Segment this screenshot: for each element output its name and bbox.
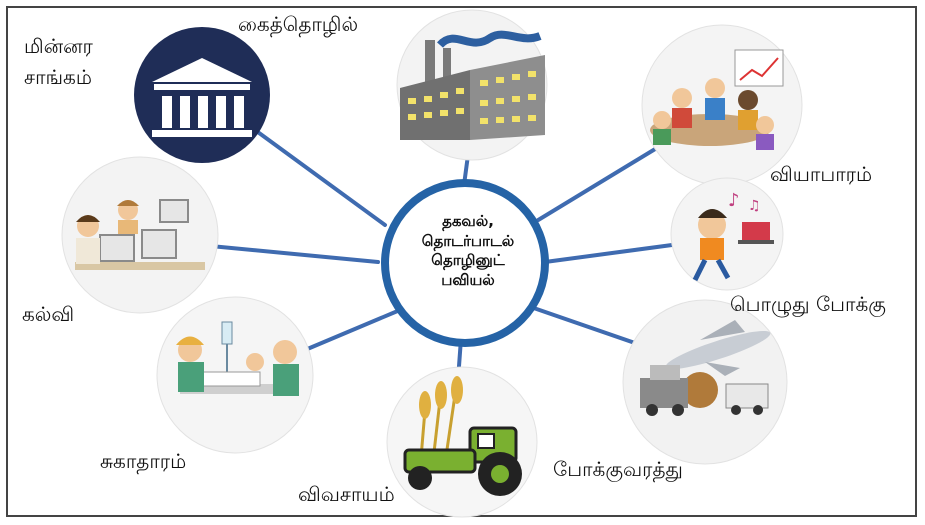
- connector-education: [198, 243, 380, 264]
- factory-icon: [396, 9, 548, 161]
- connector-entertainment: [543, 243, 674, 264]
- business-meeting-icon: [641, 24, 803, 186]
- label-government-line-2: சாங்கம்: [24, 65, 92, 89]
- svg-text:♪: ♪: [728, 190, 740, 211]
- computer-lab-icon: [61, 156, 219, 314]
- label-government-line-1: மின்னர: [24, 34, 93, 58]
- music-entertainment-icon: ♪ ♫: [670, 177, 784, 291]
- government-building-icon: [134, 27, 270, 163]
- label-entertainment: பொழுது போக்கு: [730, 292, 886, 316]
- label-education: கல்வி: [22, 302, 75, 326]
- label-health: சுகாதாரம்: [100, 449, 187, 473]
- center-line-3: தொழினுட்: [431, 251, 505, 269]
- connector-commerce: [528, 138, 672, 227]
- label-agriculture: விவசாயம்: [298, 482, 395, 506]
- label-industry: கைத்தொழில்: [238, 12, 359, 36]
- center-line-2: தொடர்பாடல்: [421, 231, 515, 250]
- transport-vehicles-icon: [622, 299, 788, 465]
- center-line-1: தகவல்,: [442, 212, 494, 230]
- hospital-icon: [156, 296, 314, 454]
- label-commerce: வியாபாரம்: [770, 162, 873, 186]
- connector-government: [253, 128, 387, 227]
- connector-health: [303, 308, 402, 352]
- center-line-4: பவியல்: [441, 270, 495, 289]
- label-transport: போக்குவரத்து: [553, 457, 683, 481]
- center-hub-label: தகவல், தொடர்பாடல் தொழினுட் பவியல்: [390, 212, 546, 290]
- center-hub-ring: [381, 179, 549, 347]
- label-government: மின்னர சாங்கம்: [24, 34, 93, 90]
- svg-text:♫: ♫: [748, 198, 761, 214]
- tractor-icon: [386, 366, 538, 518]
